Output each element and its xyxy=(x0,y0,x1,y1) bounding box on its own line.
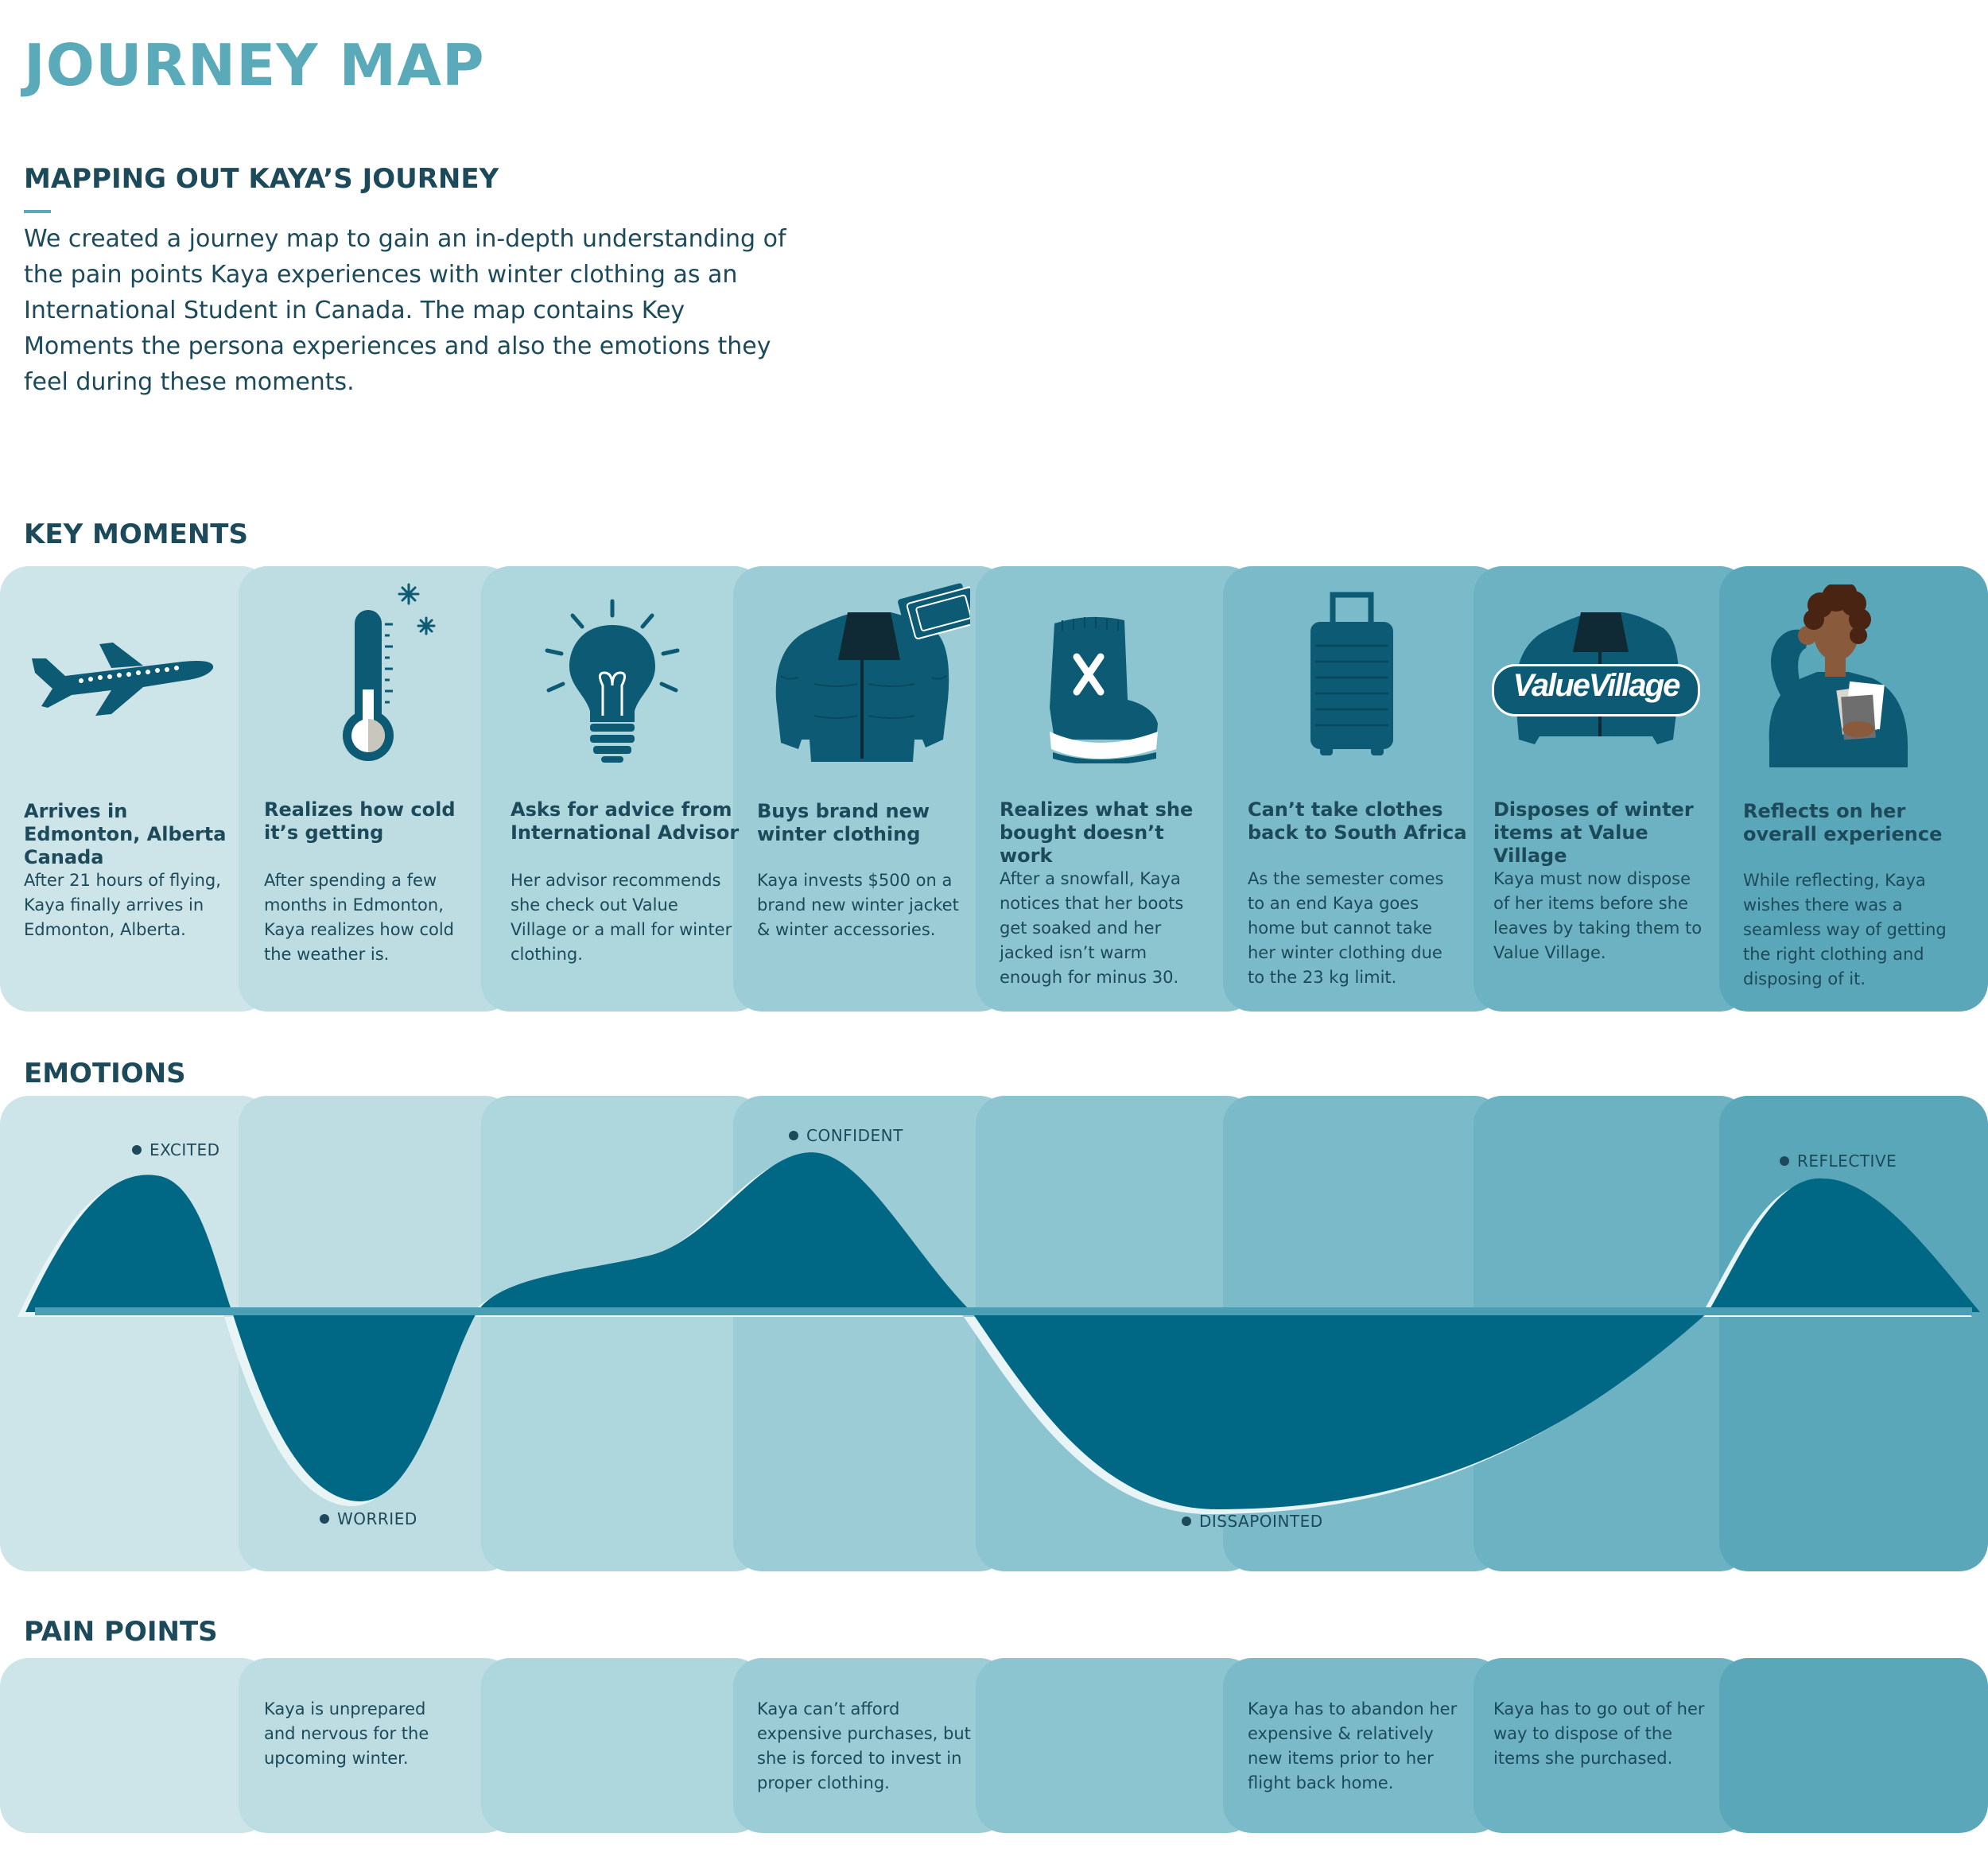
section-subtitle: MAPPING OUT KAYA’S JOURNEY xyxy=(24,163,499,195)
thermometer-icon xyxy=(343,583,436,761)
pain-point-6: Kaya has to abandon her expensive & rela… xyxy=(1248,1699,1458,1792)
emotion-label-excited: EXCITED xyxy=(132,1140,220,1159)
moment-desc-2: After spending a few months in Edmonton,… xyxy=(264,871,454,964)
pain-card-1 xyxy=(0,1658,270,1833)
airplane-icon xyxy=(32,643,214,716)
emotion-curve-chart xyxy=(0,1096,1988,1571)
emotion-stage-1 xyxy=(0,1096,270,1571)
key-moments-heading: KEY MOMENTS xyxy=(24,518,248,550)
moment-title-6: Can’t take clothes back to South Africa xyxy=(1248,798,1467,844)
moment-desc-8: While reflecting, Kaya wishes there was … xyxy=(1743,871,1947,988)
page-title: JOURNEY MAP xyxy=(24,32,485,99)
emotion-label-worried: WORRIED xyxy=(320,1509,417,1528)
intro-paragraph: We created a journey map to gain an in-d… xyxy=(24,225,786,396)
moment-title-2: Realizes how cold it’s getting xyxy=(264,798,456,844)
moment-desc-1: After 21 hours of flying, Kaya finally a… xyxy=(24,871,221,939)
moment-title-4: Buys brand new winter clothing xyxy=(757,800,930,845)
pain-card-3 xyxy=(481,1658,763,1833)
pain-point-4: Kaya can’t afford expensive purchases, b… xyxy=(757,1699,971,1792)
moment-card-1 xyxy=(0,566,270,1012)
emotions-heading: EMOTIONS xyxy=(24,1058,186,1089)
moment-title-7: Disposes of winter items at Value Villag… xyxy=(1493,798,1694,867)
pain-card-8 xyxy=(1719,1658,1988,1833)
moment-title-5: Realizes what she bought doesn’t work xyxy=(1000,798,1194,867)
pain-card-6 xyxy=(1223,1658,1503,1833)
moment-title-1: Arrives in Edmonton, Alberta Canada xyxy=(24,800,227,868)
emotion-stage-3 xyxy=(481,1096,763,1571)
emotion-label-confident: CONFIDENT xyxy=(789,1126,903,1145)
confident-dot xyxy=(789,1131,798,1140)
excited-dot xyxy=(132,1145,142,1155)
moment-desc-7: Kaya must now dispose of her items befor… xyxy=(1493,869,1703,962)
boot-x-icon xyxy=(1050,616,1158,763)
dissapointed-dot xyxy=(1182,1516,1191,1526)
moment-desc-5: After a snowfall, Kaya notices that her … xyxy=(1000,869,1184,987)
moment-desc-4: Kaya invests $500 on a brand new winter … xyxy=(757,871,959,939)
pain-point-2: Kaya is unprepared and nervous for the u… xyxy=(264,1699,429,1768)
pain-card-4 xyxy=(733,1658,1008,1833)
moment-title-8: Reflects on her overall experience xyxy=(1743,800,1943,845)
suitcase-icon xyxy=(1310,592,1393,755)
reflecting-person-icon xyxy=(1769,584,1908,767)
accent-divider xyxy=(24,210,51,213)
moment-desc-6: As the semester comes to an end Kaya goe… xyxy=(1248,869,1444,987)
lightbulb-icon xyxy=(545,599,680,763)
moment-desc-3: Her advisor recommends she check out Val… xyxy=(511,871,732,964)
pain-card-2 xyxy=(239,1658,514,1833)
reflective-dot xyxy=(1780,1156,1789,1166)
pain-card-7 xyxy=(1474,1658,1749,1833)
moment-title-3: Asks for advice from International Advis… xyxy=(511,798,740,844)
emotion-label-dissapointed: DISSAPOINTED xyxy=(1182,1512,1323,1531)
emotion-curve xyxy=(25,1152,1980,1509)
emotion-label-reflective: REFLECTIVE xyxy=(1780,1151,1897,1171)
value-village-icon: ValueVillage xyxy=(1487,604,1702,763)
jacket-money-icon xyxy=(775,583,970,762)
worried-dot xyxy=(320,1514,329,1524)
emotion-baseline xyxy=(35,1307,1972,1315)
pain-point-7: Kaya has to go out of her way to dispose… xyxy=(1493,1699,1705,1768)
pain-card-5 xyxy=(976,1658,1256,1833)
pain-points-heading: PAIN POINTS xyxy=(24,1616,218,1648)
